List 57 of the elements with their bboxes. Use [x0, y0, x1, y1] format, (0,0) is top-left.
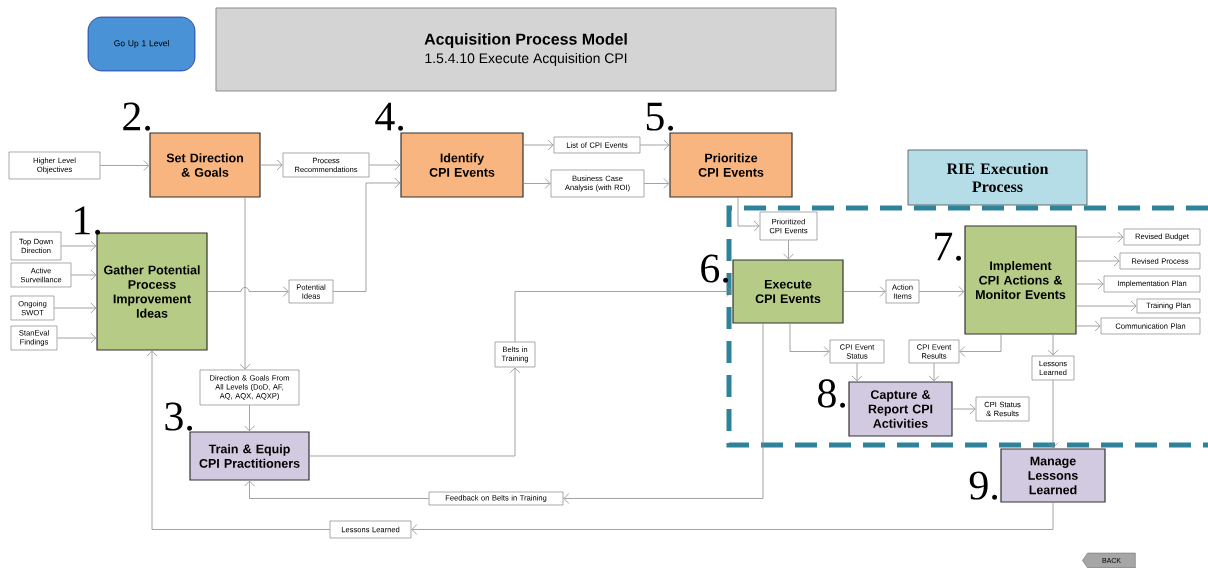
- arrow: [146, 350, 331, 530]
- arrow: [332, 177, 401, 292]
- arrow: [783, 239, 794, 260]
- arrow: [239, 197, 251, 370]
- step-number: 7.: [935, 232, 962, 261]
- section-label-box: RIE Execution Process: [907, 149, 1088, 206]
- arrow: [1047, 379, 1059, 449]
- arrow: [1076, 231, 1124, 243]
- process-box: Train & Equip CPI Practitioners: [189, 431, 310, 481]
- arrow: [959, 334, 1002, 357]
- process-box: Implement CPI Actions & Monitor Events: [964, 225, 1077, 335]
- arrow: [523, 178, 551, 189]
- arrow: [563, 323, 764, 504]
- arrow: [843, 286, 886, 297]
- arrow: [952, 403, 976, 415]
- process-box: Prioritize CPI Events: [669, 132, 793, 198]
- process-box: Set Direction & Goals: [149, 132, 261, 198]
- arrow: [53, 302, 97, 314]
- arrow: [207, 286, 289, 297]
- process-box: Execute CPI Events: [732, 259, 844, 324]
- arrow: [928, 362, 940, 382]
- arrow: [99, 160, 150, 171]
- arrow: [70, 269, 97, 281]
- arrow: [918, 286, 965, 297]
- arrow: [244, 404, 255, 432]
- arrow: [1076, 300, 1137, 312]
- arrow: [851, 362, 863, 382]
- arrow: [643, 178, 670, 189]
- arrow: [1047, 334, 1059, 356]
- arrow: [1076, 320, 1101, 332]
- process-box: Manage Lessons Learned: [1000, 448, 1106, 503]
- step-number: 8.: [818, 379, 846, 408]
- arrow: [639, 139, 670, 151]
- arrow: [60, 240, 97, 252]
- step-number: 5.: [646, 102, 674, 131]
- step-number: 6.: [701, 254, 729, 283]
- arrow: [737, 197, 760, 232]
- arrow: [56, 332, 97, 344]
- step-number: 2.: [123, 102, 151, 131]
- process-box: Capture & Report CPI Activities: [848, 381, 953, 437]
- arrow: [789, 323, 830, 357]
- step-number: 3.: [165, 402, 193, 431]
- step-number: 9.: [969, 471, 998, 500]
- arrow: [260, 159, 283, 171]
- arrow: [1076, 255, 1120, 267]
- title-box: Acquisition Process Model 1.5.4.10 Execute Acquisition CPI: [215, 7, 837, 92]
- arrow: [1076, 278, 1104, 290]
- arrow: [514, 286, 733, 343]
- arrow: [368, 159, 401, 171]
- step-number: 4.: [375, 102, 404, 131]
- arrow: [523, 139, 554, 151]
- arrow: [244, 480, 430, 499]
- step-number: 1.: [75, 206, 101, 235]
- level-button: Go Up 1 Level: [87, 16, 196, 72]
- arrow: [309, 367, 521, 457]
- process-box: Identify CPI Events: [400, 132, 524, 198]
- arrow: [411, 502, 1054, 535]
